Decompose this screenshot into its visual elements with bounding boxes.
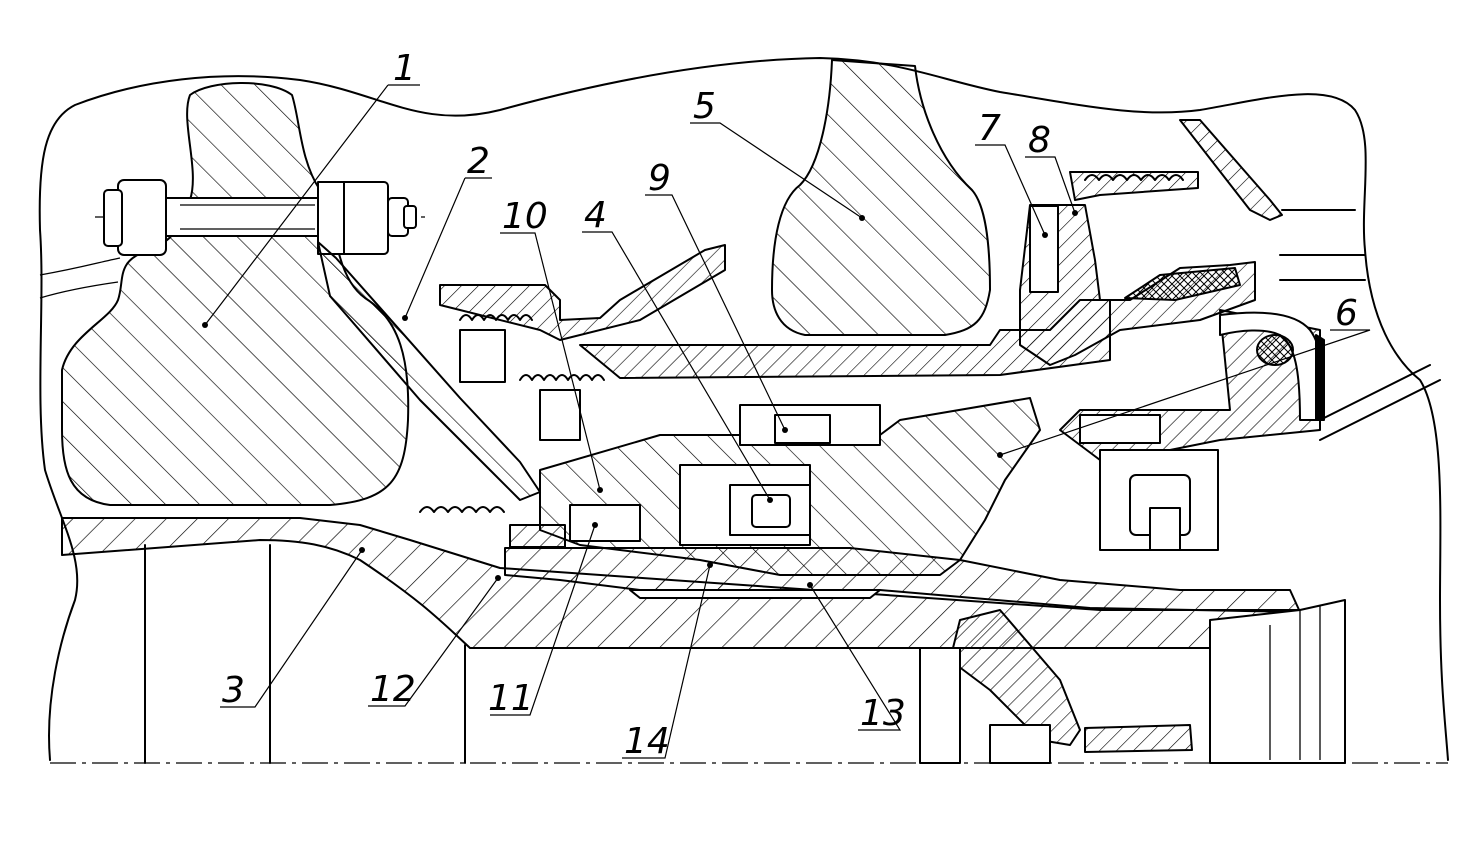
callout-3: 3	[222, 670, 245, 711]
callout-7: 7	[978, 108, 1001, 149]
spacer-ring-10b	[459, 329, 506, 383]
right-end-flange-lines	[1269, 605, 1321, 760]
bolt-nut	[339, 181, 389, 255]
gas-path-contour	[39, 281, 119, 299]
callout-13: 13	[860, 693, 906, 734]
seal-cord	[1256, 334, 1294, 366]
lower-right-hub	[949, 609, 1081, 746]
shaft-spline-slot	[629, 589, 881, 599]
leader-dots	[202, 210, 1078, 588]
callout-14: 14	[624, 721, 670, 762]
right-end-flange	[1209, 599, 1346, 764]
insulation-wedge	[1124, 267, 1241, 301]
callout-5: 5	[693, 86, 716, 127]
callout-8: 8	[1028, 120, 1051, 161]
upper-right-blade-root	[1179, 119, 1283, 221]
bolt-thread-line	[180, 204, 315, 230]
right-roller-inner	[1149, 507, 1181, 551]
callout-10: 10	[502, 196, 548, 237]
right-disc-flange	[1019, 204, 1256, 366]
bolt-tip	[403, 205, 417, 229]
bolt-head	[117, 179, 167, 256]
upper-right-casing	[1279, 209, 1366, 281]
upper-right-seal-ring	[1069, 171, 1199, 201]
section-break-outline	[38, 57, 1449, 761]
lower-right-ring	[1084, 724, 1193, 753]
seal-black-strip	[1315, 334, 1325, 421]
gas-path-contour	[39, 257, 121, 276]
upper-rotor-disc	[771, 59, 991, 336]
leader-lines	[204, 84, 1371, 759]
callout-12: 12	[370, 669, 416, 710]
callout-11: 11	[488, 678, 534, 719]
lower-left-disc-web	[919, 647, 961, 764]
right-bearing-cage	[1079, 414, 1161, 444]
bolt-head-flange	[103, 189, 123, 247]
callout-9: 9	[648, 158, 671, 199]
lower-left-vertical-lines	[144, 544, 466, 764]
callout-2: 2	[467, 141, 490, 182]
support-cone	[317, 241, 541, 501]
seal-ring-11	[569, 504, 641, 542]
callout-4: 4	[584, 195, 607, 236]
lower-disc-slot	[989, 724, 1051, 764]
labyrinth-seal-carrier	[439, 244, 726, 341]
flange-bolt	[1029, 205, 1059, 293]
center-bearing-roller	[751, 494, 791, 528]
spacer-ring-10	[539, 389, 581, 441]
callout-1: 1	[393, 48, 416, 89]
right-casing-strut	[1319, 364, 1441, 441]
seal-ring-12	[509, 524, 566, 548]
bolt-washer	[317, 181, 345, 255]
callout-6: 6	[1335, 293, 1358, 334]
